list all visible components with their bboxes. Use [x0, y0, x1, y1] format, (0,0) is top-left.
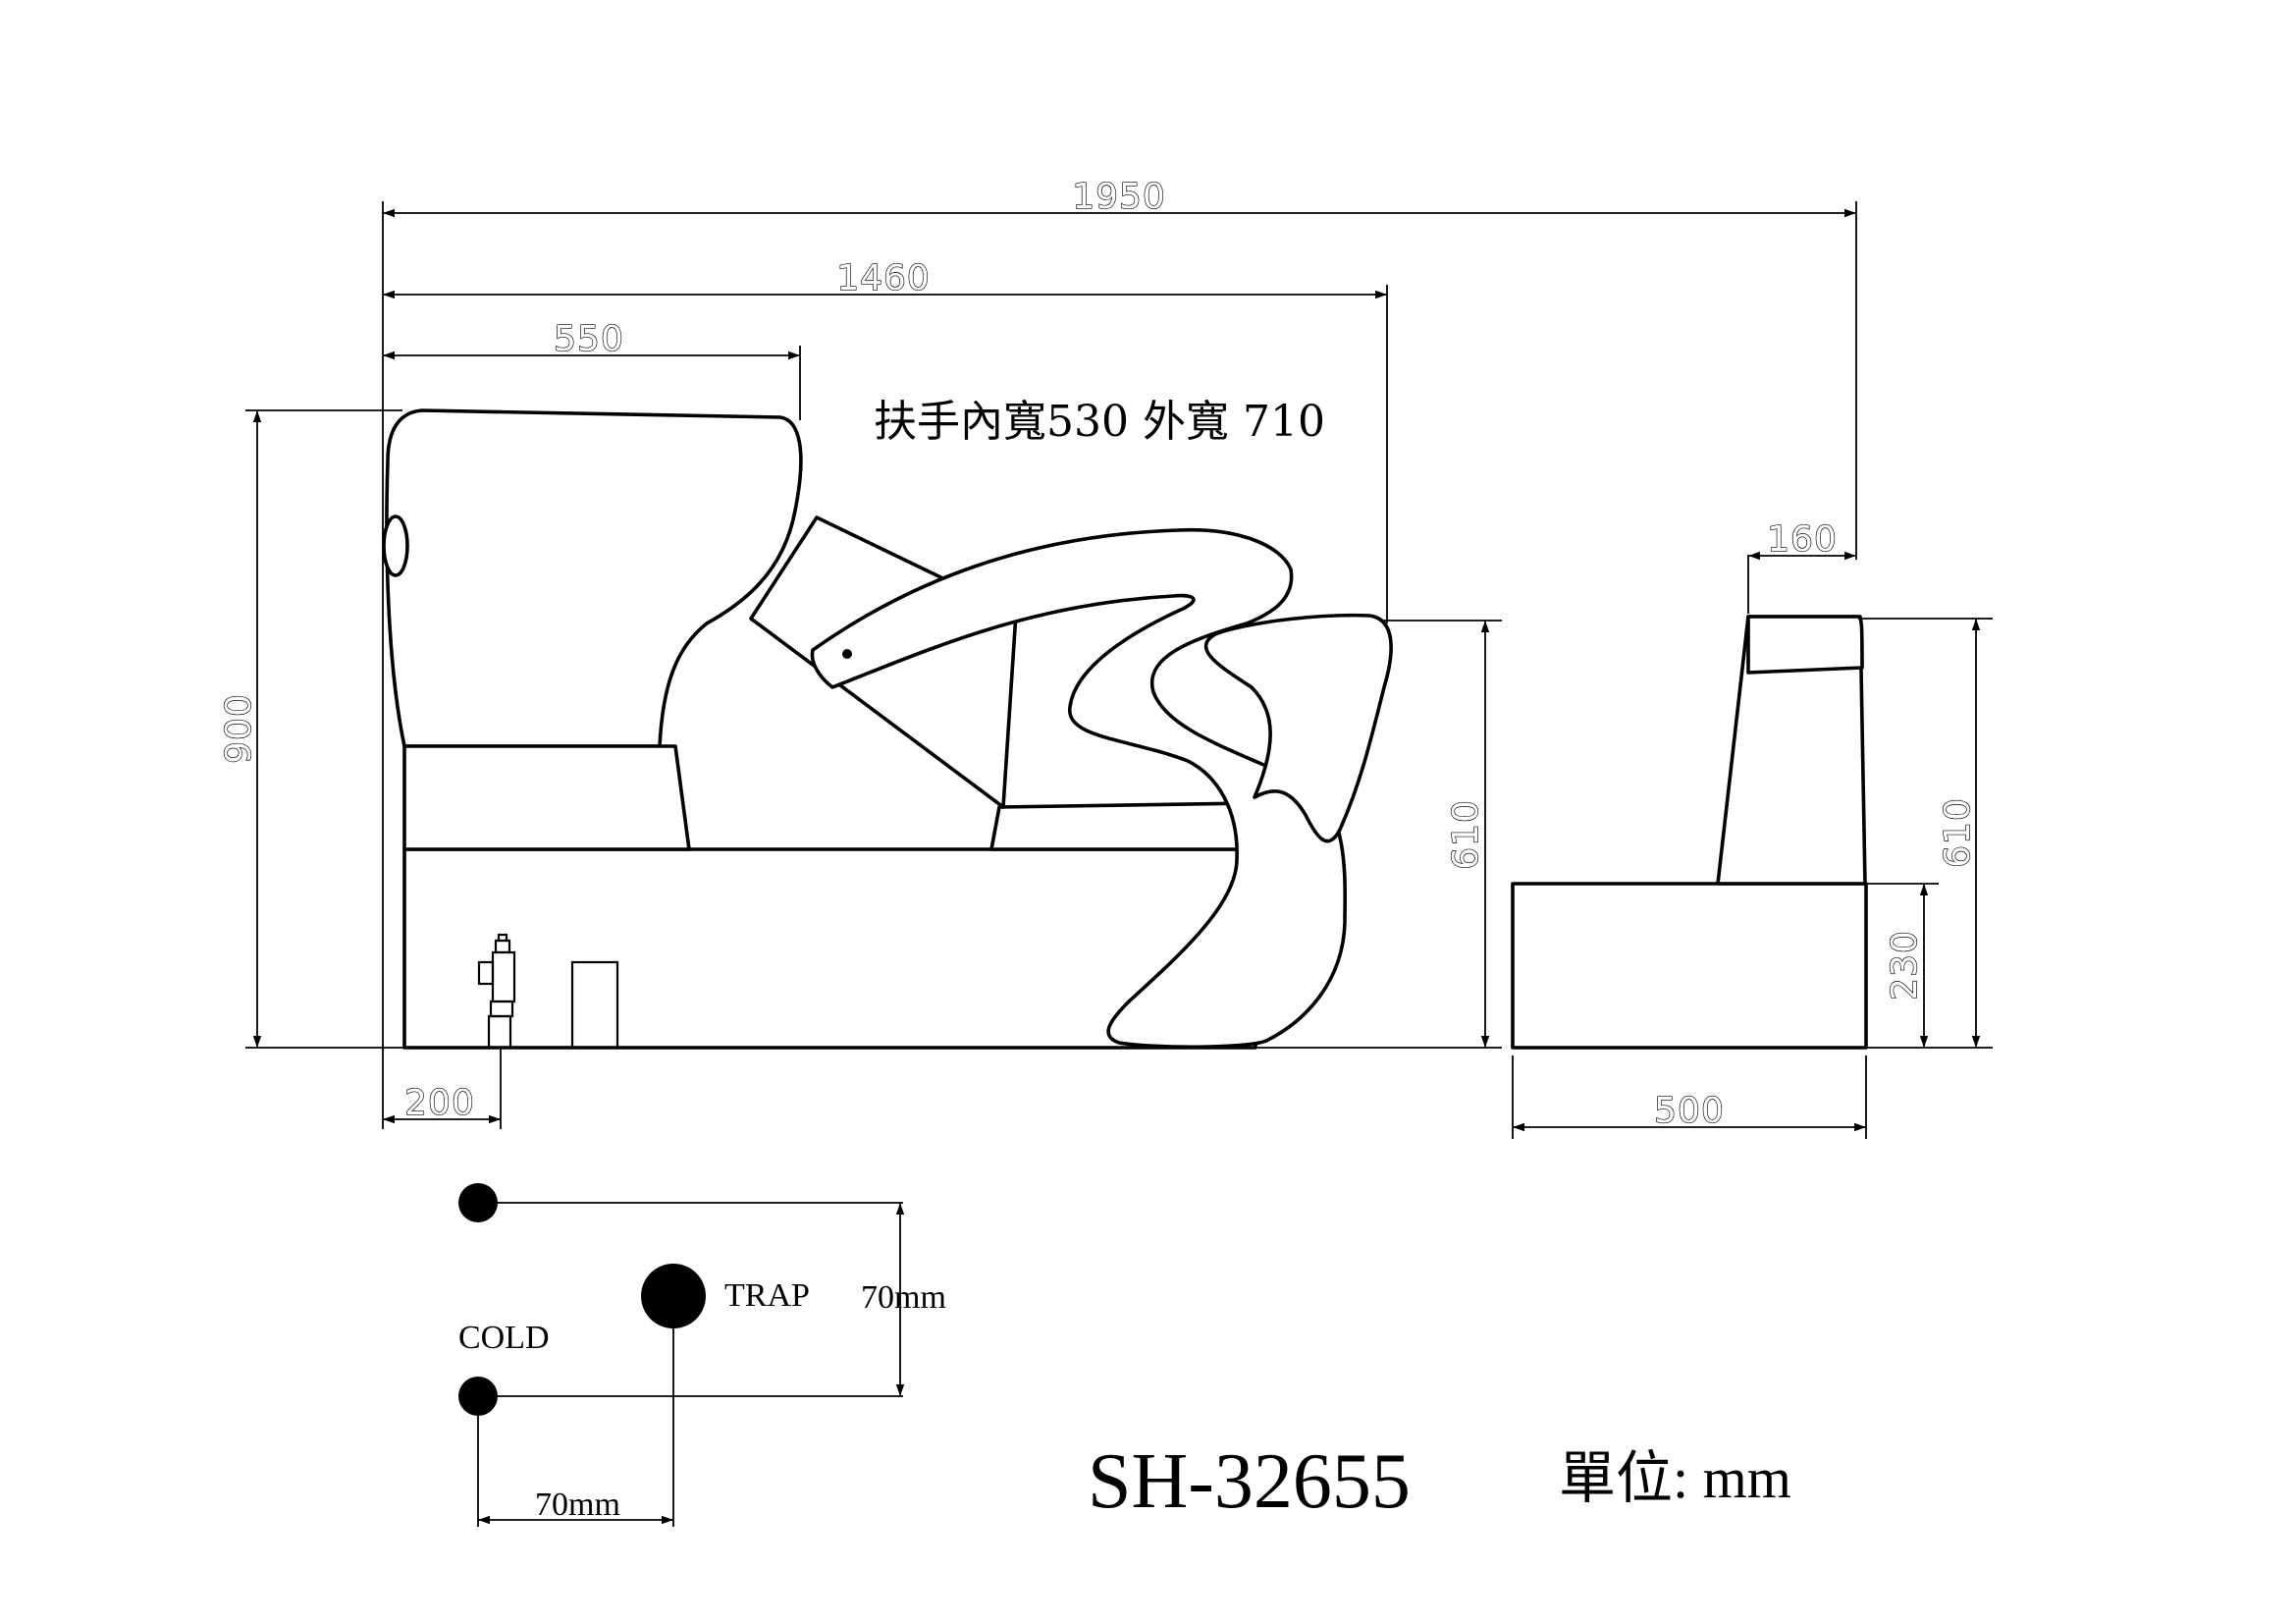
cold-label: COLD	[458, 1320, 550, 1356]
cold-water-valve	[477, 933, 516, 1050]
dim-armrest-width: 160	[1767, 519, 1838, 560]
seat-cushion	[402, 744, 691, 851]
dim-bowl-length: 550	[554, 319, 624, 359]
shampoo-bowl	[385, 408, 803, 748]
side-armrest-top	[1746, 615, 1864, 675]
dim-total-height: 900	[219, 693, 259, 764]
plumbing-layout: TRAP COLD 70mm 70mm	[458, 1183, 946, 1527]
dim-seat-height: 230	[1885, 930, 1925, 1001]
dim-length-1460: 1460	[836, 258, 931, 298]
side-view	[1511, 615, 1868, 1050]
base-cabinet	[402, 847, 1257, 1050]
dimension-lines	[245, 201, 1993, 1139]
vertical-spacing-label: 70mm	[861, 1279, 946, 1316]
footrest	[1203, 613, 1393, 843]
dim-side-height: 610	[1938, 797, 1978, 868]
dim-depth: 500	[1654, 1091, 1725, 1131]
dim-drain-offset: 200	[404, 1083, 475, 1123]
side-base	[1511, 882, 1868, 1050]
dim-total-length: 1950	[1072, 177, 1166, 217]
trap-label: TRAP	[724, 1277, 810, 1314]
armrest-bolt	[842, 649, 852, 659]
dimension-labels: 1950 1460 550 200 900 610 160 610 230 50…	[218, 176, 1978, 1131]
front-view	[382, 408, 1393, 1050]
armrest-width-note: 扶手內寬530 外寬 710	[874, 397, 1325, 447]
horizontal-spacing-label: 70mm	[535, 1487, 620, 1523]
leg-rest	[989, 801, 1254, 851]
dim-footrest-height: 610	[1446, 799, 1486, 870]
unit-label: 單位: mm	[1559, 1446, 1791, 1510]
bowl-neck-rest	[382, 514, 409, 577]
model-number: SH-32655	[1088, 1438, 1411, 1525]
